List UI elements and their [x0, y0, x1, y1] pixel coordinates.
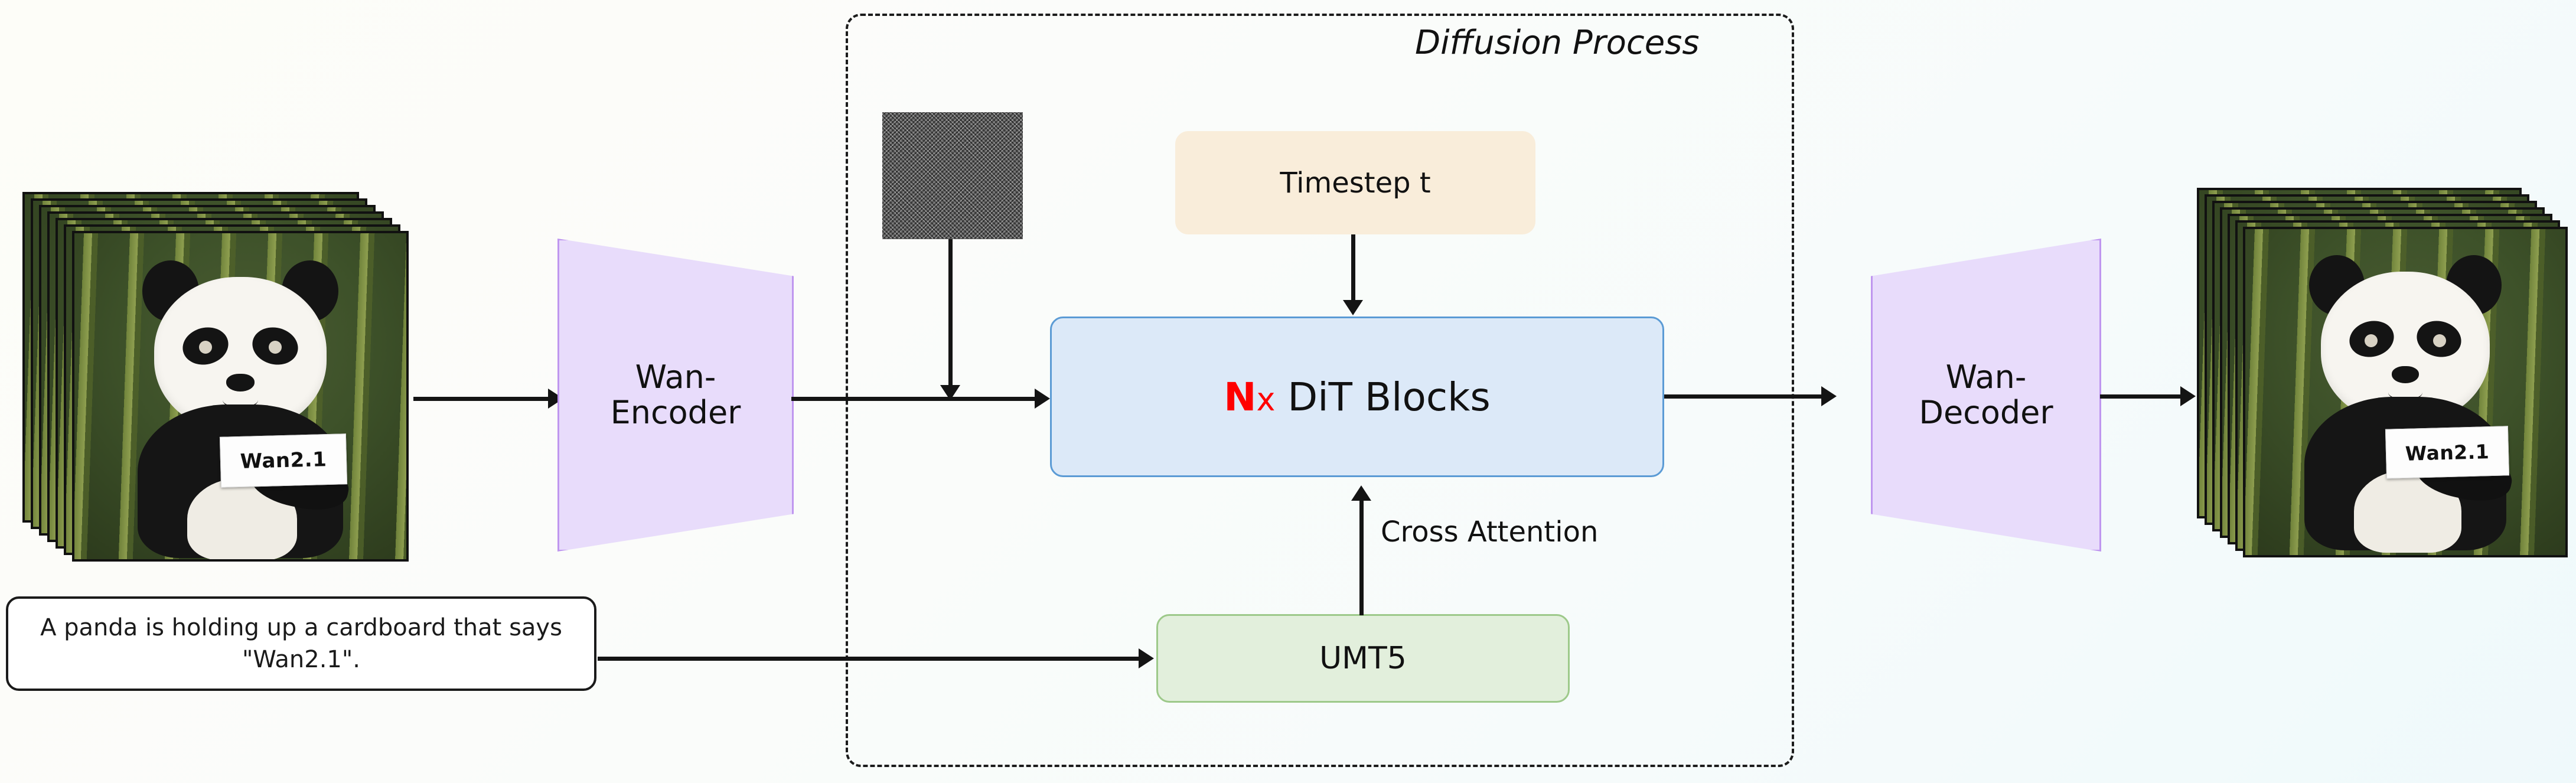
arrow-umt5-to-dit-line — [1359, 500, 1364, 615]
panda-sign: Wan2.1 — [219, 433, 348, 488]
wan-decoder-block[interactable]: Wan- Decoder — [1871, 239, 2101, 552]
umt5-text-encoder-block[interactable]: UMT5 — [1156, 614, 1570, 703]
diffusion-process-container — [846, 14, 1794, 767]
output-video-frames: Wan2.1 — [2197, 188, 2575, 578]
wan-encoder-block[interactable]: Wan- Encoder — [557, 239, 794, 552]
noise-latent-patch — [882, 112, 1023, 239]
dit-multiply-symbol: x — [1256, 380, 1276, 418]
arrow-umt5-to-dit-head — [1351, 485, 1371, 501]
arrow-prompt-to-umt5-head — [1139, 648, 1154, 668]
panda-illustration: Wan2.1 — [2284, 253, 2526, 553]
arrow-frames-to-encoder-line — [413, 397, 550, 401]
arrow-timestep-to-dit-head — [1343, 300, 1363, 315]
prompt-textbox[interactable]: A panda is holding up a cardboard that s… — [6, 596, 596, 691]
arrow-noise-to-latent-line — [948, 239, 953, 396]
cross-attention-label: Cross Attention — [1381, 516, 1599, 549]
wan-encoder-label: Wan- Encoder — [610, 358, 741, 431]
panda-illustration: Wan2.1 — [116, 258, 364, 559]
umt5-label: UMT5 — [1319, 641, 1407, 676]
timestep-block[interactable]: Timestep t — [1175, 131, 1535, 234]
diffusion-process-label: Diffusion Process — [1415, 24, 1700, 62]
arrow-decoder-to-frames-head — [2180, 386, 2196, 406]
input-video-frames: Wan2.1 — [22, 192, 412, 576]
arrow-prompt-to-umt5-line — [598, 657, 1141, 661]
dit-blocks-block[interactable]: Nx DiT Blocks — [1050, 317, 1664, 477]
arrow-dit-to-decoder-head — [1821, 386, 1837, 406]
arrow-encoder-to-dit-head — [1035, 389, 1050, 409]
arrow-timestep-to-dit-line — [1351, 234, 1355, 311]
arrow-encoder-to-dit-line — [791, 397, 1043, 401]
dit-label-text: DiT Blocks — [1287, 374, 1491, 420]
dit-count-symbol: N — [1224, 374, 1257, 420]
timestep-label: Timestep t — [1280, 166, 1431, 200]
frame-sheet-front: Wan2.1 — [2243, 227, 2568, 557]
arrow-dit-to-decoder-line — [1664, 394, 1824, 399]
panda-sign: Wan2.1 — [2385, 426, 2510, 479]
dit-blocks-label: Nx DiT Blocks — [1224, 374, 1491, 420]
arrow-decoder-to-frames-line — [2100, 394, 2183, 399]
frame-sheet-front: Wan2.1 — [72, 231, 409, 562]
wan-decoder-label: Wan- Decoder — [1919, 358, 2053, 431]
